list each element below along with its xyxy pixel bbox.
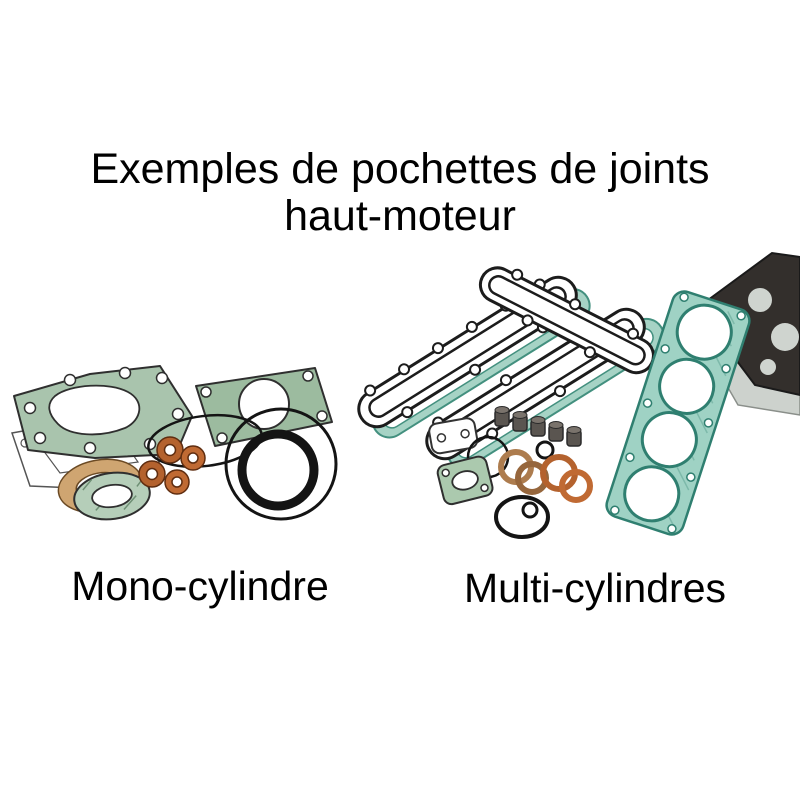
title-line-2: haut-moteur [284, 191, 516, 240]
caption-multi-cylindres: Multi-cylindres [464, 565, 726, 611]
title-line-1: Exemples de pochettes de joints [90, 145, 710, 193]
caption-mono-cylindre: Mono-cylindre [71, 563, 329, 609]
multi-cam-cover-gasket-white [357, 266, 655, 461]
mono-copper-washers [138, 436, 206, 495]
page-title: Exemples de pochettes de joints haut-mot… [0, 146, 800, 240]
mono-round-gasket-green [73, 471, 151, 521]
multi-cylinder-gasket-kit-illustration [357, 251, 800, 539]
mono-cylinder-gasket-kit-illustration [11, 365, 338, 521]
multi-fiber-washers [498, 449, 549, 495]
mono-head-gasket [13, 365, 193, 459]
multi-dark-cover-gasket [706, 251, 800, 397]
multi-valve-stem-seals [494, 406, 582, 447]
multi-oring-small [535, 440, 555, 460]
mono-oring-outer [224, 407, 338, 521]
mono-oring-inner [237, 429, 319, 511]
multi-copper-washers [540, 454, 593, 503]
multi-small-white-gasket [428, 417, 479, 455]
multi-head-gasket-teal [605, 290, 751, 536]
multi-small-green-gasket [436, 455, 494, 506]
multi-oring-with-grommet [494, 495, 550, 539]
